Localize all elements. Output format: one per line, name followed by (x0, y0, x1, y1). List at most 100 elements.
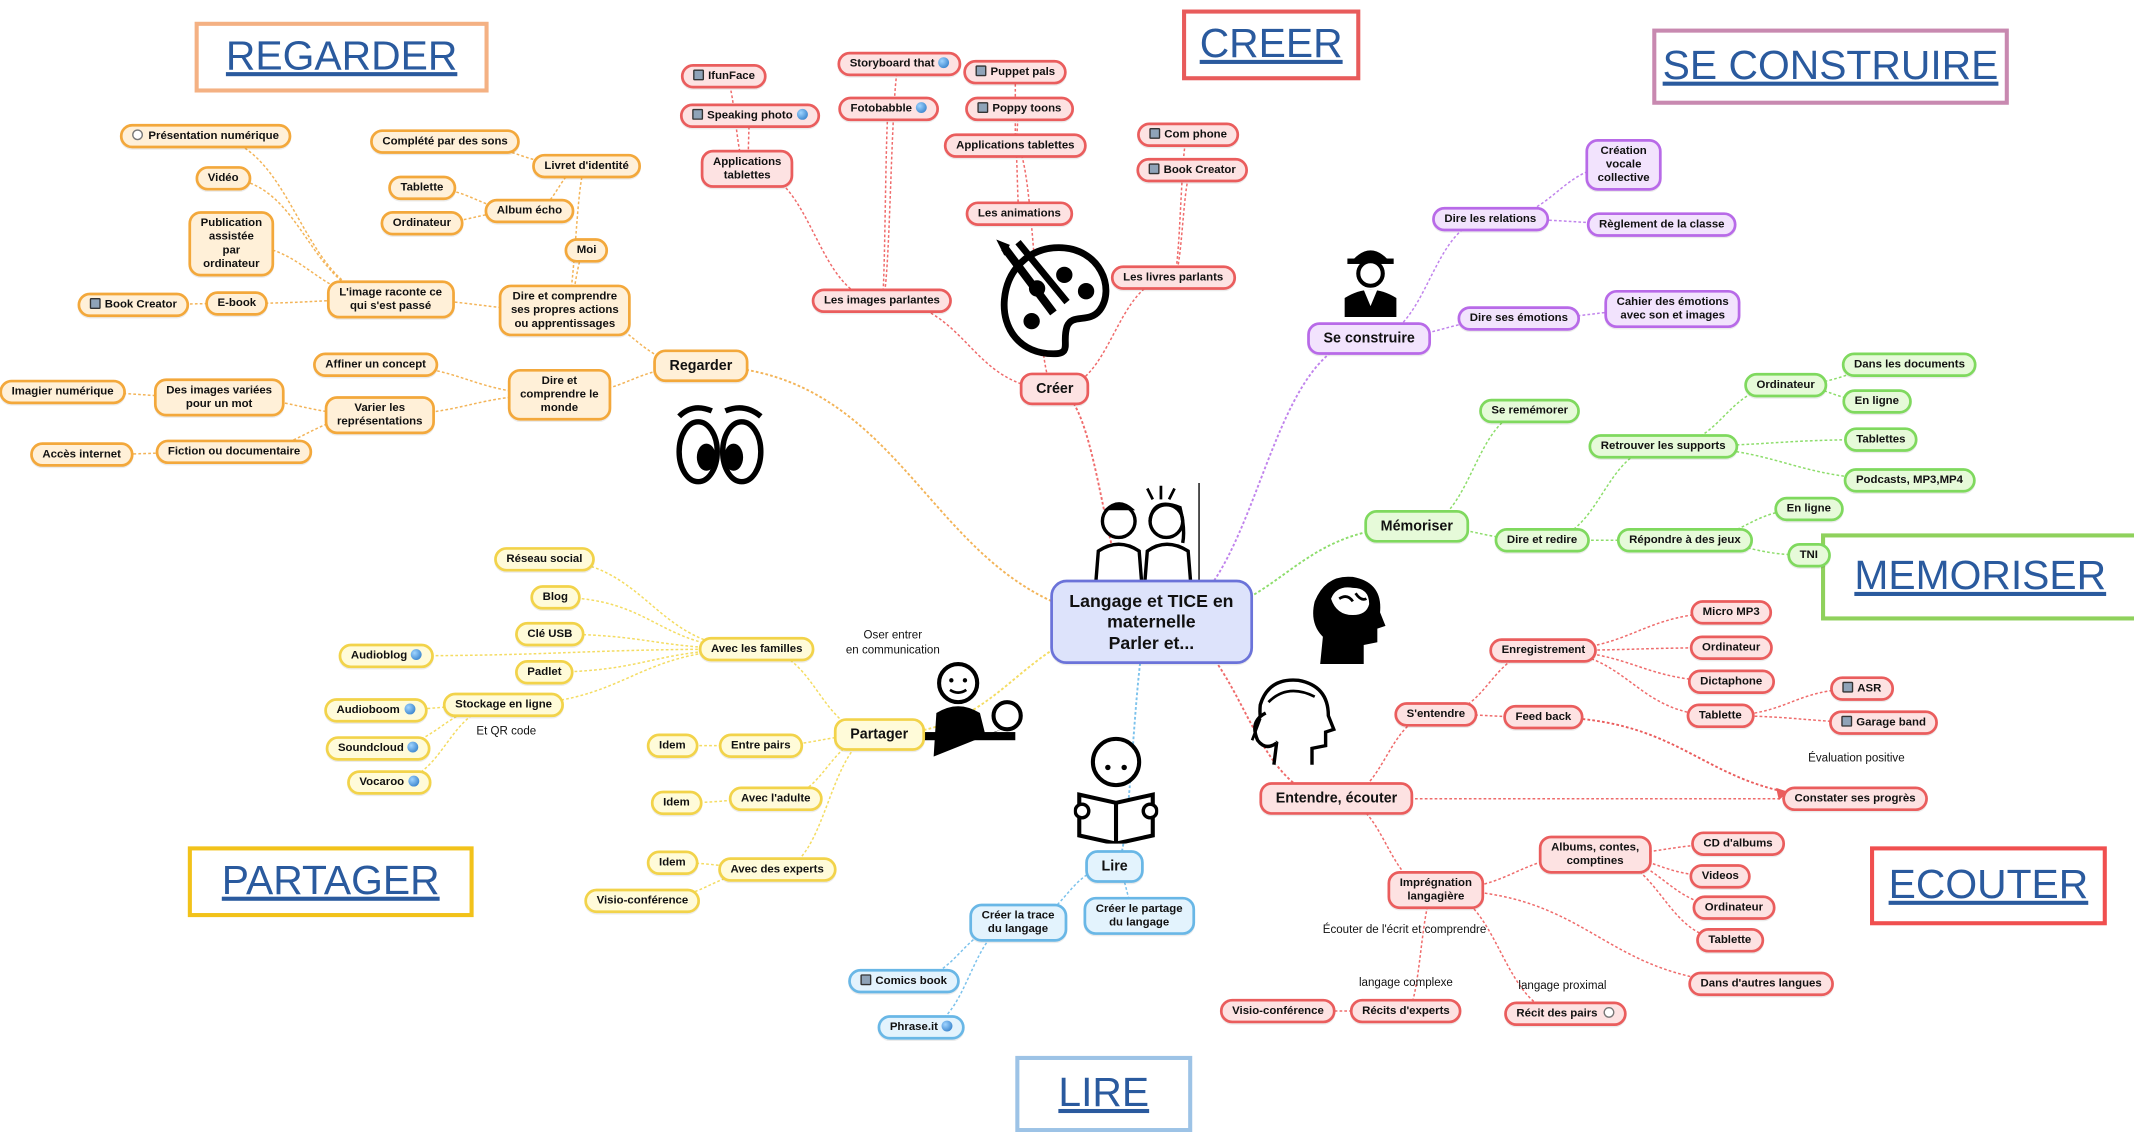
node-reg_aff[interactable]: Affiner un concept (313, 352, 439, 377)
node-reg_imagier[interactable]: Imagier numérique (0, 379, 126, 405)
node-par_cle[interactable]: Clé USB (515, 621, 585, 647)
node-cre_puppet[interactable]: Puppet pals (963, 59, 1068, 85)
node-mem_ligne[interactable]: En ligne (1842, 389, 1912, 414)
node-ec_dict[interactable]: Dictaphone (1687, 669, 1775, 694)
collapse-dot-icon[interactable] (132, 129, 143, 141)
collapse-dot-icon[interactable] (1602, 1006, 1614, 1018)
node-ec_autres[interactable]: Dans d'autres langues (1688, 971, 1834, 996)
node-reg_pres[interactable]: Présentation numérique (119, 123, 292, 149)
node-cre_ip[interactable]: Les images parlantes (811, 288, 953, 313)
node-cre[interactable]: Créer (1019, 372, 1090, 406)
node-ec_ord[interactable]: Ordinateur (1689, 635, 1773, 660)
node-sc_rel[interactable]: Dire les relations (1432, 206, 1549, 232)
node-mem_dr[interactable]: Dire et redire (1494, 528, 1590, 553)
node-cre_apps[interactable]: Applications tablettes (943, 133, 1087, 158)
node-cre_story[interactable]: Storyboard that (837, 51, 962, 77)
node-lir_partage[interactable]: Créer le partage du langage (1083, 896, 1195, 935)
node-cre_speak[interactable]: Speaking photo (679, 103, 820, 128)
node-reg_livret[interactable]: Livret d'identité (532, 153, 642, 179)
node-ec_ord2[interactable]: Ordinateur (1692, 895, 1776, 920)
node-sc_reg[interactable]: Règlement de la classe (1586, 212, 1737, 237)
node-reg_bc[interactable]: Book Creator (77, 292, 190, 317)
node-ec_gb[interactable]: Garage band (1829, 710, 1939, 735)
node-lir_trace[interactable]: Créer la trace du langage (969, 903, 1067, 942)
node-ec_tab2[interactable]: Tablette (1696, 928, 1764, 953)
node-reg_varimg[interactable]: Des images variées pour un mot (153, 378, 285, 417)
node-reg_moi[interactable]: Moi (564, 238, 609, 263)
node-lir_comics[interactable]: Comics book (848, 968, 960, 994)
header-creer[interactable]: CREER (1182, 9, 1361, 81)
node-reg_img[interactable]: L'image raconte ce qui s'est passé (326, 280, 455, 319)
node-sc_emo[interactable]: Dire ses émotions (1457, 306, 1581, 331)
node-mem_pod[interactable]: Podcasts, MP3,MP4 (1843, 468, 1976, 493)
node-mem_ord[interactable]: Ordinateur (1744, 372, 1828, 398)
node-reg_tab[interactable]: Tablette (388, 175, 456, 200)
node-ec_vid[interactable]: Videos (1689, 864, 1752, 889)
node-par_blog[interactable]: Blog (530, 585, 581, 610)
node-par_voc[interactable]: Vocaroo (347, 770, 432, 795)
node-par_idem3[interactable]: Idem (646, 850, 698, 875)
node-reg_fic[interactable]: Fiction ou documentaire (155, 439, 313, 464)
node-cre_poppy[interactable]: Poppy toons (965, 96, 1074, 122)
node-par_audio[interactable]: Audioblog (338, 643, 435, 669)
header-regarder[interactable]: REGARDER (194, 21, 489, 93)
node-reg_ord[interactable]: Ordinateur (380, 210, 464, 236)
node-reg_pub[interactable]: Publication assistée par ordinateur (188, 211, 275, 276)
node-cre_foto[interactable]: Fotobabble (838, 96, 940, 122)
node-cre_livres[interactable]: Les livres parlants (1110, 265, 1236, 290)
node-reg_sons[interactable]: Complété par des sons (370, 129, 521, 154)
node-ec_cd[interactable]: CD d'albums (1691, 831, 1785, 856)
node-par_idem2[interactable]: Idem (650, 790, 702, 815)
node-par_adulte[interactable]: Avec l'adulte (728, 786, 823, 811)
node-ec_sent[interactable]: S'entendre (1394, 702, 1478, 727)
node-lir_phrase[interactable]: Phrase.it (877, 1015, 966, 1040)
node-ec_recits[interactable]: Récits d'experts (1349, 998, 1462, 1024)
header-partager[interactable]: PARTAGER (187, 846, 474, 918)
node-cre_anim[interactable]: Les animations (965, 201, 1074, 226)
node-ec_visio[interactable]: Visio-conférence (1219, 998, 1337, 1024)
node-reg_acces[interactable]: Accès internet (30, 442, 134, 467)
node-mem[interactable]: Mémoriser (1364, 510, 1470, 544)
node-par_boom[interactable]: Audioboom (324, 698, 428, 723)
header-se-construire[interactable]: SE CONSTRUIRE (1652, 28, 2009, 105)
node-mem_docs[interactable]: Dans les documents (1841, 352, 1978, 377)
node-reg[interactable]: Regarder (653, 349, 749, 383)
node-mem_ret[interactable]: Retrouver les supports (1588, 434, 1738, 459)
node-reg_dca[interactable]: Dire et comprendre ses propres actions o… (498, 284, 631, 336)
node-par_reseau[interactable]: Réseau social (494, 547, 595, 572)
header-ecouter[interactable]: ECOUTER (1870, 846, 2107, 926)
node-ec_alb[interactable]: Albums, contes, comptines (1538, 835, 1652, 874)
node-reg_ebook[interactable]: E-book (205, 291, 269, 316)
node-ec_micro[interactable]: Micro MP3 (1690, 600, 1772, 625)
node-par_idem1[interactable]: Idem (646, 733, 698, 758)
node-par[interactable]: Partager (833, 718, 925, 752)
node-lir[interactable]: Lire (1085, 850, 1145, 884)
node-par_sound[interactable]: Soundcloud (325, 736, 432, 761)
node-par_pairs[interactable]: Entre pairs (718, 733, 803, 758)
node-ec[interactable]: Entendre, écouter (1259, 782, 1414, 816)
node-ec_const[interactable]: Constater ses progrès (1782, 786, 1928, 811)
node-mem_rep[interactable]: Répondre à des jeux (1616, 528, 1753, 553)
node-center[interactable]: Langage et TICE en maternelle Parler et.… (1050, 579, 1253, 665)
node-par_stock[interactable]: Stockage en ligne (442, 692, 565, 718)
node-ec_pairs[interactable]: Récit des pairs (1504, 1001, 1627, 1026)
node-reg_album[interactable]: Album écho (484, 198, 575, 224)
node-reg_vid[interactable]: Vidéo (195, 166, 251, 191)
header-memoriser[interactable]: MEMORISER (1821, 533, 2134, 621)
node-sc[interactable]: Se construire (1307, 322, 1432, 356)
node-cre_apt[interactable]: Applications tablettes (700, 149, 794, 188)
node-reg_var[interactable]: Varier les représentations (324, 396, 435, 434)
node-sc_cahier[interactable]: Cahier des émotions avec son et images (1604, 289, 1741, 328)
node-cre_ifun[interactable]: IfunFace (680, 64, 768, 89)
header-lire[interactable]: LIRE (1015, 1055, 1193, 1132)
node-par_padlet[interactable]: Padlet (515, 660, 574, 685)
node-mem_se[interactable]: Se remémorer (1479, 398, 1581, 424)
node-cre_bc[interactable]: Book Creator (1136, 157, 1249, 183)
node-mem_tni[interactable]: TNI (1787, 542, 1831, 568)
node-ec_fb[interactable]: Feed back (1503, 704, 1584, 730)
node-par_visio[interactable]: Visio-conférence (584, 888, 701, 913)
node-ec_enr[interactable]: Enregistrement (1489, 638, 1598, 663)
node-mem_tab[interactable]: Tablettes (1844, 427, 1918, 452)
node-mem_ligne2[interactable]: En ligne (1774, 496, 1844, 522)
node-reg_monde[interactable]: Dire et comprendre le monde (507, 368, 611, 421)
